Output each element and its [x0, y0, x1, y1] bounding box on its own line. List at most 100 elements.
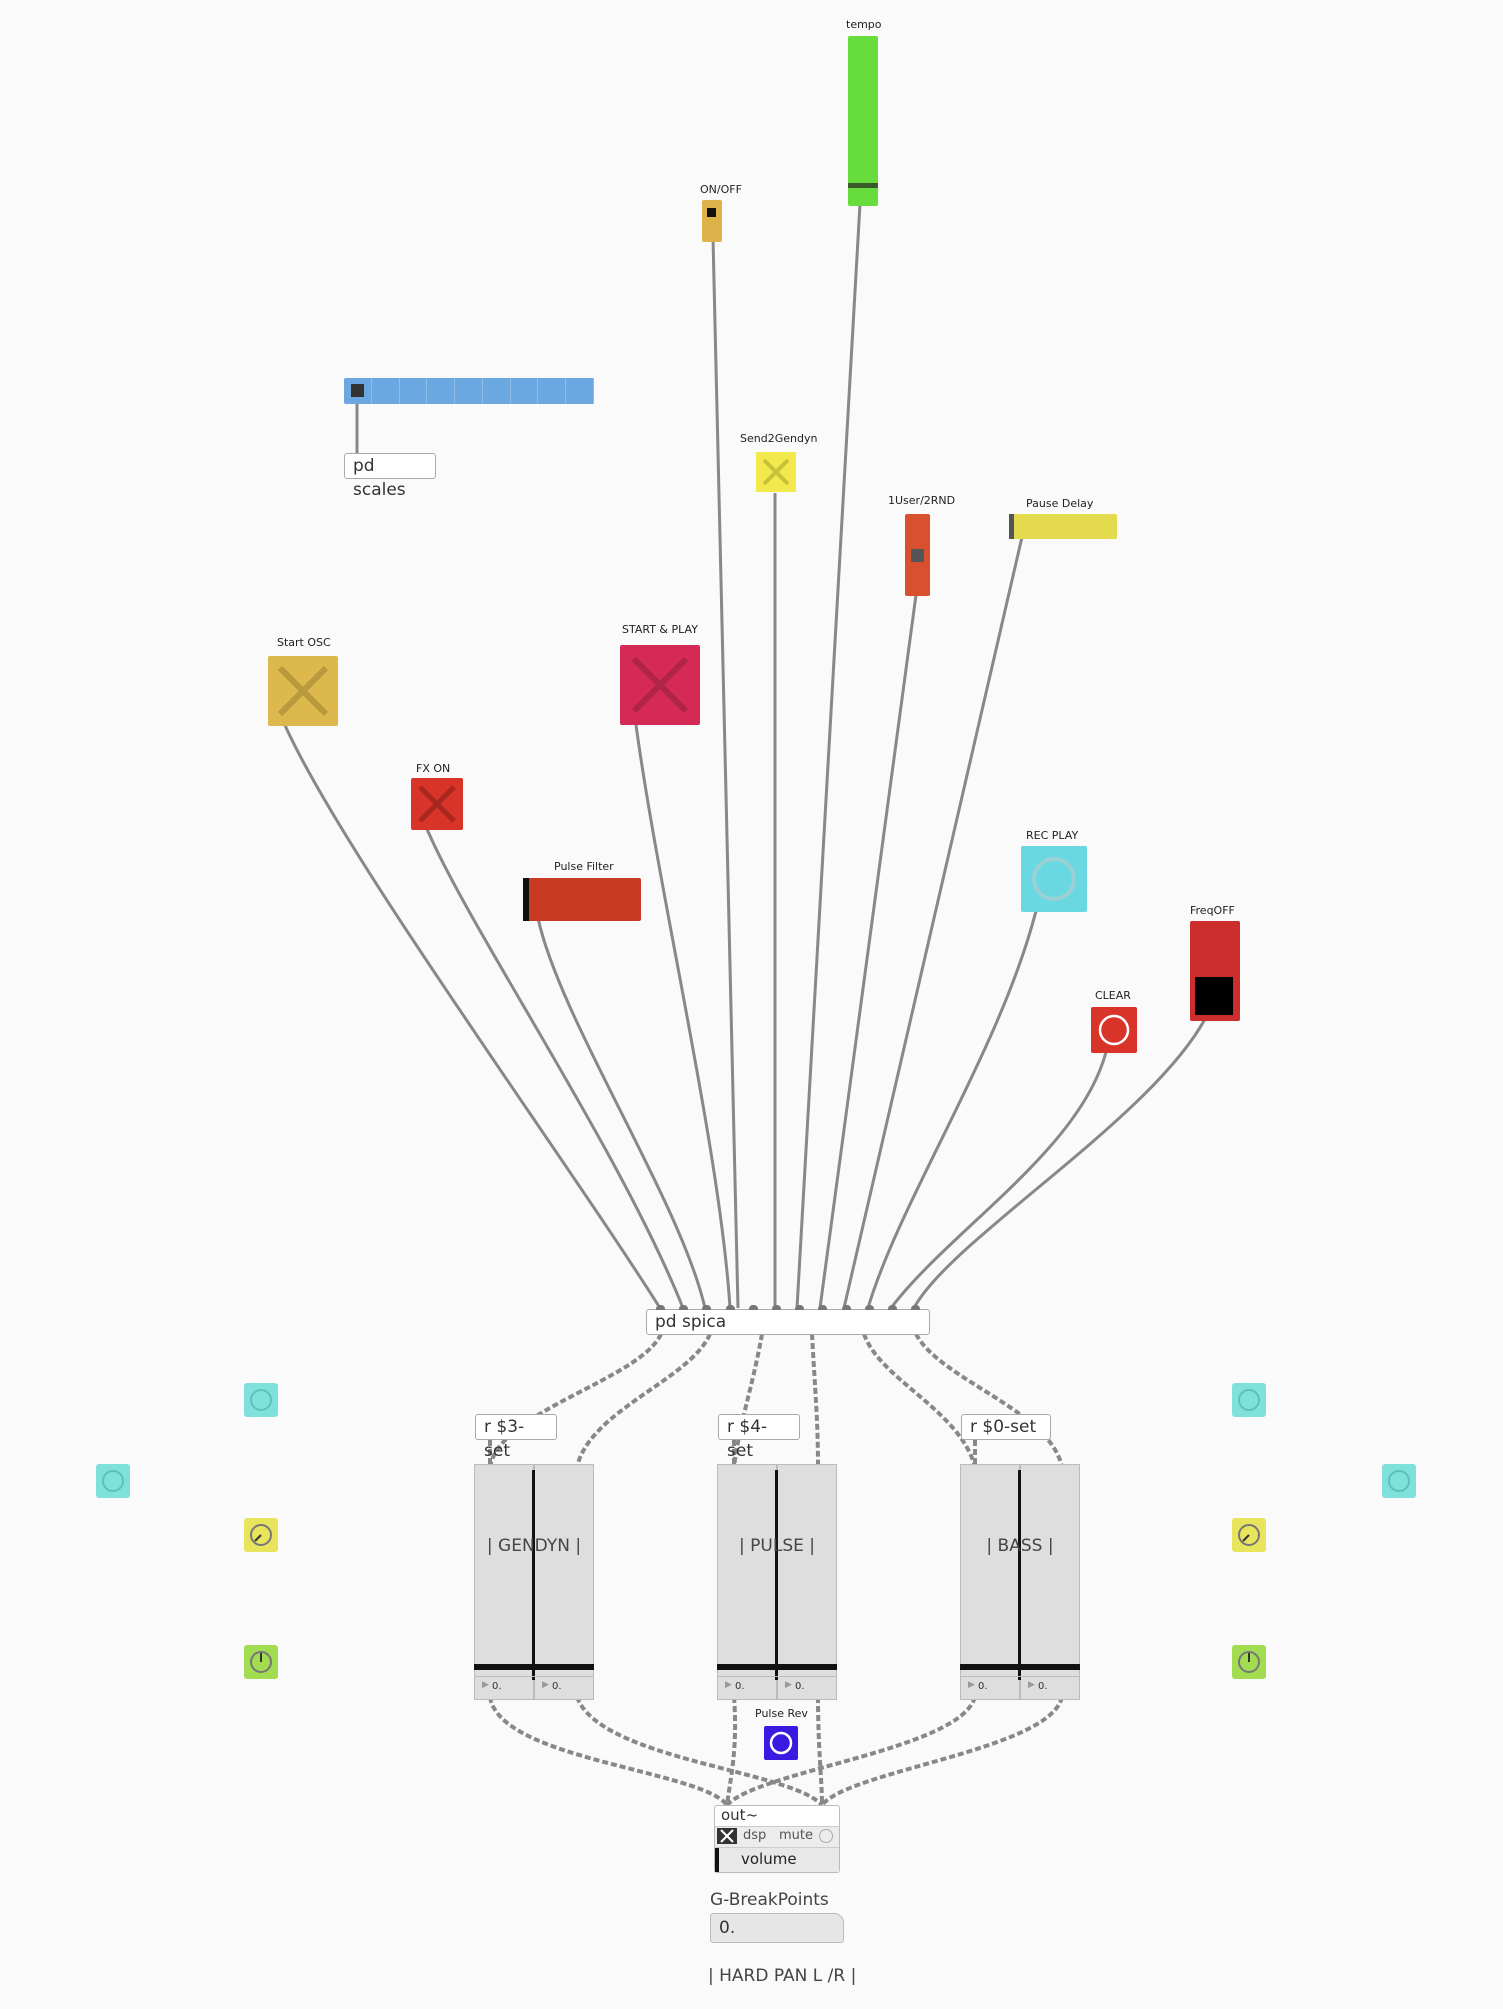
- pd-spica-inlet[interactable]: [818, 1305, 828, 1310]
- signal-cord: [810, 1333, 820, 1468]
- left-fader[interactable]: [960, 1464, 1020, 1700]
- onoff-toggle[interactable]: [702, 200, 722, 242]
- patch-cord: [282, 722, 662, 1309]
- pulse-filter-slider[interactable]: [523, 878, 641, 921]
- mixer-channel-gendyn: 0. 0. ▶ ▶ | GENDYN |: [474, 1464, 594, 1700]
- freqoff-radio[interactable]: [1190, 921, 1240, 1021]
- level-bar: [474, 1664, 594, 1670]
- breakpoints-label: G-BreakPoints: [710, 1890, 829, 1910]
- user-rnd-radio[interactable]: [905, 514, 930, 596]
- left-fader[interactable]: [717, 1464, 777, 1700]
- pd-spica-inlet[interactable]: [725, 1305, 735, 1310]
- breakpoints-value[interactable]: 0.: [719, 1918, 736, 1938]
- user-rnd-label: 1User/2RND: [888, 494, 956, 507]
- patch-cord: [425, 828, 685, 1309]
- user-rnd-indicator: [911, 549, 924, 562]
- pulse-rev-label: Pulse Rev: [755, 1707, 808, 1720]
- number-row: [474, 1676, 594, 1699]
- signal-cord: [575, 1333, 712, 1468]
- start-osc-toggle[interactable]: [268, 656, 338, 726]
- dsp-toggle[interactable]: [717, 1828, 737, 1844]
- fx-on-toggle[interactable]: [411, 778, 463, 830]
- channel-name: | GENDYN |: [486, 1536, 582, 1556]
- start-osc-label: Start OSC: [277, 636, 331, 649]
- scale-radio-cell[interactable]: [566, 378, 595, 404]
- circle-icon: [1098, 1014, 1130, 1046]
- right-fader[interactable]: [1020, 1464, 1080, 1700]
- yellow-knob[interactable]: [1232, 1518, 1266, 1552]
- scale-radio-cell[interactable]: [483, 378, 511, 404]
- cyan-knob[interactable]: [96, 1464, 130, 1498]
- patch-cord: [536, 917, 707, 1309]
- right-fader[interactable]: [534, 1464, 594, 1700]
- level-bar: [717, 1664, 837, 1670]
- pd-spica-inlet[interactable]: [679, 1305, 689, 1310]
- clear-bang[interactable]: [1091, 1007, 1137, 1053]
- send2gendyn-toggle[interactable]: [756, 452, 796, 492]
- tempo-slider-thumb[interactable]: [848, 182, 878, 188]
- left-value[interactable]: 0.: [492, 1681, 502, 1692]
- pd-spica-inlet[interactable]: [748, 1305, 758, 1310]
- cyan-knob[interactable]: [1382, 1464, 1416, 1498]
- scale-radio-cell[interactable]: [400, 378, 428, 404]
- dial-icon: [1238, 1651, 1260, 1673]
- pd-spica-inlet[interactable]: [841, 1305, 851, 1310]
- receive-4-set-object[interactable]: r $4-set: [718, 1414, 800, 1461]
- right-value[interactable]: 0.: [795, 1681, 805, 1692]
- breakpoints-number-box[interactable]: 0.: [710, 1913, 844, 1943]
- receive-0-set-object[interactable]: r $0-set: [961, 1414, 1051, 1440]
- mute-indicator-icon[interactable]: [819, 1829, 833, 1843]
- pulse-filter-thumb[interactable]: [523, 878, 529, 921]
- mixer-channel-pulse: 0. 0. ▶ ▶ | PULSE |: [717, 1464, 837, 1700]
- left-value[interactable]: 0.: [735, 1681, 745, 1692]
- dial-icon: [1238, 1389, 1260, 1411]
- right-value[interactable]: 0.: [552, 1681, 562, 1692]
- pause-delay-label: Pause Delay: [1026, 497, 1094, 510]
- pd-spica-inlet[interactable]: [888, 1305, 897, 1310]
- scale-radio-cell[interactable]: [427, 378, 456, 404]
- scale-radio-bar[interactable]: [344, 378, 595, 404]
- tempo-slider[interactable]: [848, 36, 878, 206]
- scale-radio-cell[interactable]: [372, 378, 400, 404]
- pd-spica-object[interactable]: pd spica: [646, 1309, 930, 1335]
- pd-spica-inlet[interactable]: [911, 1305, 921, 1310]
- patch-cord: [711, 237, 740, 1309]
- signal-cord: [488, 1696, 729, 1807]
- left-value[interactable]: 0.: [978, 1681, 988, 1692]
- signal-cord: [862, 1333, 977, 1468]
- tempo-label: tempo: [846, 18, 882, 31]
- pd-spica-inlet[interactable]: [702, 1305, 712, 1310]
- pd-spica-inlet[interactable]: [864, 1305, 874, 1310]
- yellow-knob[interactable]: [244, 1518, 278, 1552]
- pulse-rev-bang[interactable]: [764, 1726, 798, 1760]
- rec-play-bang[interactable]: [1021, 846, 1087, 912]
- dial-icon: [102, 1470, 124, 1492]
- cyan-knob[interactable]: [1232, 1383, 1266, 1417]
- pd-spica-inlet[interactable]: [772, 1305, 781, 1310]
- pause-delay-thumb[interactable]: [1009, 514, 1014, 539]
- patch-cord: [634, 724, 732, 1309]
- scale-radio-cell[interactable]: [455, 378, 483, 404]
- channel-divider: [532, 1470, 535, 1680]
- scale-radio-cell[interactable]: [511, 378, 539, 404]
- volume-slider[interactable]: volume: [715, 1848, 839, 1872]
- volume-thumb[interactable]: [715, 1848, 719, 1872]
- green-knob[interactable]: [244, 1645, 278, 1679]
- right-value[interactable]: 0.: [1038, 1681, 1048, 1692]
- pd-spica-inlet[interactable]: [795, 1305, 805, 1310]
- fx-on-label: FX ON: [416, 762, 451, 775]
- signal-cord: [914, 1333, 1064, 1468]
- cyan-knob[interactable]: [244, 1383, 278, 1417]
- mute-button[interactable]: mute: [779, 1828, 813, 1843]
- green-knob[interactable]: [1232, 1645, 1266, 1679]
- signal-cord: [816, 1696, 824, 1806]
- pd-spica-inlet[interactable]: [656, 1305, 665, 1310]
- scale-radio-cell[interactable]: [538, 378, 567, 404]
- start-play-toggle[interactable]: [620, 645, 700, 725]
- pd-scales-object[interactable]: pd scales: [344, 453, 436, 500]
- pause-delay-slider[interactable]: [1009, 514, 1117, 539]
- scale-radio-cell[interactable]: [344, 378, 372, 404]
- receive-3-set-object[interactable]: r $3-set: [475, 1414, 557, 1461]
- signal-cord: [488, 1333, 663, 1468]
- left-fader[interactable]: [474, 1464, 534, 1700]
